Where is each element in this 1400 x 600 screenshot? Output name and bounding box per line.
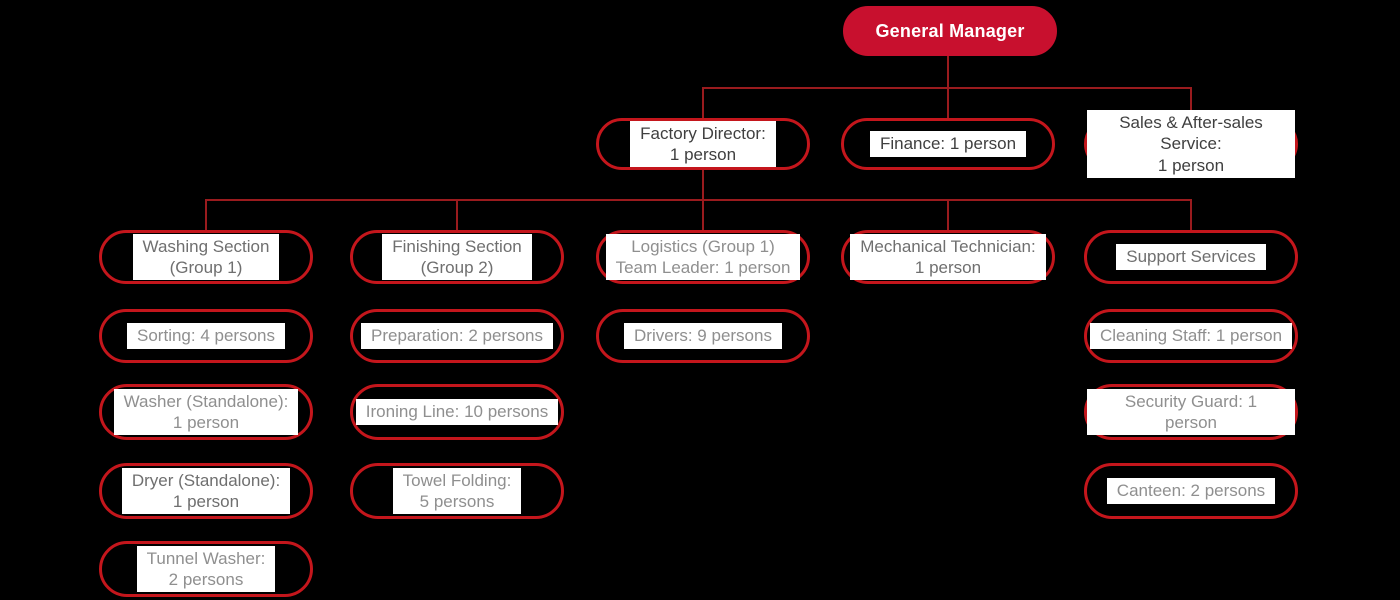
org-node-ironing-line: Ironing Line: 10 persons — [350, 384, 564, 440]
org-node-label: Washing Section (Group 1) — [132, 233, 280, 281]
org-node-cleaning-staff: Cleaning Staff: 1 person — [1084, 309, 1298, 363]
connector-line — [1190, 87, 1192, 118]
org-node-label: Cleaning Staff: 1 person — [1089, 323, 1293, 349]
connector-line — [947, 199, 949, 230]
org-node-washer-standalone: Washer (Standalone): 1 person — [99, 384, 313, 440]
org-node-washing-section: Washing Section (Group 1) — [99, 230, 313, 284]
connector-line — [947, 87, 949, 118]
org-node-preparation: Preparation: 2 persons — [350, 309, 564, 363]
org-node-canteen: Canteen: 2 persons — [1084, 463, 1298, 519]
org-node-logistics-team-leader: Logistics (Group 1) Team Leader: 1 perso… — [596, 230, 810, 284]
org-node-drivers: Drivers: 9 persons — [596, 309, 810, 363]
org-node-label: Preparation: 2 persons — [361, 323, 553, 349]
org-node-label: Security Guard: 1 person — [1087, 388, 1295, 436]
org-node-general-manager: General Manager — [843, 6, 1057, 56]
org-node-label: Support Services — [1116, 244, 1266, 270]
org-node-finishing-section: Finishing Section (Group 2) — [350, 230, 564, 284]
org-node-label: Washer (Standalone): 1 person — [113, 388, 299, 436]
connector-line — [456, 199, 458, 230]
connector-line — [1190, 199, 1192, 230]
org-node-sorting: Sorting: 4 persons — [99, 309, 313, 363]
org-node-label: Factory Director: 1 person — [630, 120, 776, 168]
org-node-sales-after-sales-service: Sales & After-sales Service: 1 person — [1084, 109, 1298, 179]
org-node-label: Ironing Line: 10 persons — [355, 399, 559, 425]
org-node-mechanical-technician: Mechanical Technician: 1 person — [841, 230, 1055, 284]
connector-line — [205, 199, 207, 230]
org-node-label: Tunnel Washer: 2 persons — [136, 545, 276, 593]
org-node-dryer-standalone: Dryer (Standalone): 1 person — [99, 463, 313, 519]
org-node-label: Mechanical Technician: 1 person — [850, 233, 1046, 281]
connector-line — [702, 199, 704, 230]
org-node-finance: Finance: 1 person — [841, 118, 1055, 170]
org-node-label: Logistics (Group 1) Team Leader: 1 perso… — [605, 233, 801, 281]
org-node-label: Sales & After-sales Service: 1 person — [1087, 109, 1295, 179]
org-node-label: Finance: 1 person — [869, 131, 1027, 157]
org-node-label: General Manager — [875, 20, 1025, 41]
org-node-support-services: Support Services — [1084, 230, 1298, 284]
connector-line — [205, 199, 1192, 201]
org-node-factory-director: Factory Director: 1 person — [596, 118, 810, 170]
org-node-tunnel-washer: Tunnel Washer: 2 persons — [99, 541, 313, 597]
org-node-towel-folding: Towel Folding: 5 persons — [350, 463, 564, 519]
connector-line — [702, 87, 704, 118]
org-node-label: Sorting: 4 persons — [127, 323, 285, 349]
org-node-label: Drivers: 9 persons — [624, 323, 782, 349]
org-node-security-guard: Security Guard: 1 person — [1084, 384, 1298, 440]
org-node-label: Dryer (Standalone): 1 person — [121, 467, 291, 515]
org-node-label: Canteen: 2 persons — [1106, 478, 1276, 504]
connector-line — [702, 170, 704, 200]
org-node-label: Towel Folding: 5 persons — [392, 467, 522, 515]
connector-line — [947, 56, 949, 89]
org-node-label: Finishing Section (Group 2) — [382, 233, 532, 281]
